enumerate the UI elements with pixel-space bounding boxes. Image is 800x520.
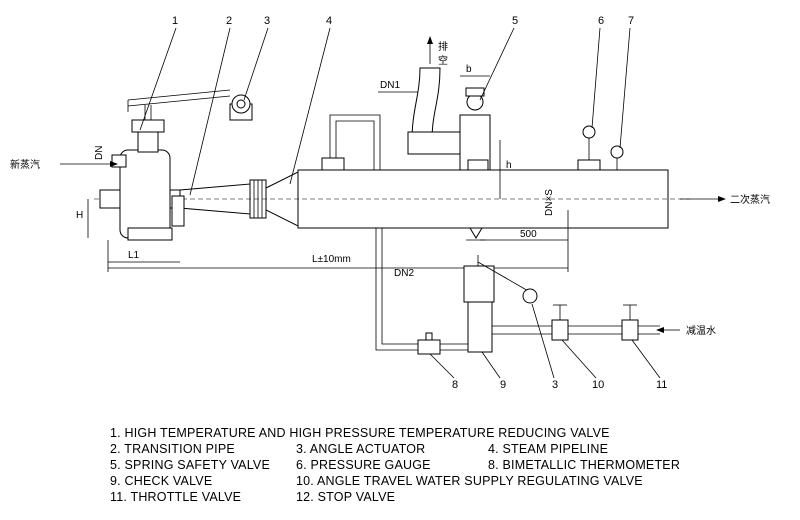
legend-item: 11. THROTTLE VALVE bbox=[110, 490, 242, 504]
desuperheat-water-label: 减温水 bbox=[686, 325, 716, 337]
water-regulating-valve bbox=[463, 255, 538, 353]
exhaust-label-2: 空 bbox=[438, 54, 448, 67]
callout-9: 9 bbox=[481, 351, 506, 391]
legend-row: 2. TRANSITION PIPE 3. ANGLE ACTUATOR 4. … bbox=[110, 441, 790, 457]
svg-text:3: 3 bbox=[552, 379, 558, 391]
svg-text:6: 6 bbox=[598, 15, 604, 27]
legend-item: 10. ANGLE TRAVEL WATER SUPPLY REGULATING… bbox=[296, 474, 643, 488]
legend-item: 9. CHECK VALVE bbox=[110, 474, 213, 488]
pressure-reducing-valve bbox=[99, 89, 231, 241]
legend-item: 8. BIMETALLIC THERMOMETER bbox=[488, 458, 681, 472]
dn2-label: DN2 bbox=[394, 268, 414, 279]
callout-11: 11 bbox=[631, 339, 667, 391]
outlet-steam-label: 二次蒸汽 bbox=[730, 193, 770, 206]
legend-item: 2. TRANSITION PIPE bbox=[110, 442, 235, 456]
legend-item: 4. STEAM PIPELINE bbox=[488, 442, 609, 456]
l-total-label: L±10mm bbox=[312, 254, 351, 265]
inlet-steam-label: 新蒸汽 bbox=[10, 158, 40, 171]
legend-item: 1. HIGH TEMPERATURE AND HIGH PRESSURE TE… bbox=[110, 426, 610, 440]
legend-row: 1. HIGH TEMPERATURE AND HIGH PRESSURE TE… bbox=[110, 425, 790, 441]
pressure-reducing-station-diagram: 新蒸汽 DN 二次蒸汽 排 空 DN1 b h H DN×S 500 L1 bbox=[10, 15, 770, 391]
svg-text:9: 9 bbox=[500, 379, 506, 391]
l1-label: L1 bbox=[128, 250, 140, 261]
legend-row: 5. SPRING SAFETY VALVE 6. PRESSURE GAUGE… bbox=[110, 457, 790, 473]
callout-5: 5 bbox=[479, 15, 518, 101]
svg-text:2: 2 bbox=[226, 15, 232, 27]
svg-text:1: 1 bbox=[172, 15, 178, 27]
h-lower-label: h bbox=[506, 160, 512, 171]
pressure-gauge bbox=[577, 125, 601, 171]
callout-4: 4 bbox=[289, 15, 332, 185]
svg-text:8: 8 bbox=[452, 379, 458, 391]
svg-text:4: 4 bbox=[326, 15, 332, 27]
callout-7: 7 bbox=[619, 15, 634, 149]
callout-3-bottom: 3 bbox=[531, 303, 558, 391]
check-valve bbox=[417, 332, 441, 355]
legend-item: 3. ANGLE ACTUATOR bbox=[296, 442, 426, 456]
callout-3-top: 3 bbox=[243, 15, 270, 101]
component-legend: 1. HIGH TEMPERATURE AND HIGH PRESSURE TE… bbox=[110, 425, 790, 505]
bimetallic-thermometer bbox=[610, 145, 624, 170]
h-upper-label: H bbox=[76, 210, 83, 221]
legend-item: 6. PRESSURE GAUGE bbox=[296, 458, 431, 472]
callout-2: 2 bbox=[189, 15, 232, 196]
stop-valve bbox=[551, 304, 569, 341]
legend-row: 11. THROTTLE VALVE 12. STOP VALVE bbox=[110, 489, 790, 505]
svg-text:3: 3 bbox=[264, 15, 270, 27]
svg-text:10: 10 bbox=[592, 379, 604, 391]
legend-item: 12. STOP VALVE bbox=[296, 490, 396, 504]
callout-10: 10 bbox=[561, 339, 604, 391]
spring-safety-valve bbox=[407, 67, 491, 171]
pipe-support bbox=[469, 227, 483, 239]
callout-1: 1 bbox=[139, 15, 178, 131]
b-label: b bbox=[466, 64, 472, 75]
dn-label: DN bbox=[94, 146, 105, 160]
throttle-valve bbox=[621, 304, 639, 341]
legend-row: 9. CHECK VALVE 10. ANGLE TRAVEL WATER SU… bbox=[110, 473, 790, 489]
svg-text:7: 7 bbox=[628, 15, 634, 27]
dist-500-label: 500 bbox=[520, 229, 537, 240]
legend-item: 5. SPRING SAFETY VALVE bbox=[110, 458, 271, 472]
exhaust-label-1: 排 bbox=[438, 40, 448, 53]
svg-text:5: 5 bbox=[512, 15, 518, 27]
dn1-label: DN1 bbox=[380, 80, 400, 91]
callout-6: 6 bbox=[591, 15, 604, 129]
angle-actuator bbox=[229, 94, 253, 121]
callout-8: 8 bbox=[429, 353, 458, 391]
svg-text:11: 11 bbox=[656, 379, 667, 391]
dnxs-label: DN×S bbox=[544, 189, 555, 216]
